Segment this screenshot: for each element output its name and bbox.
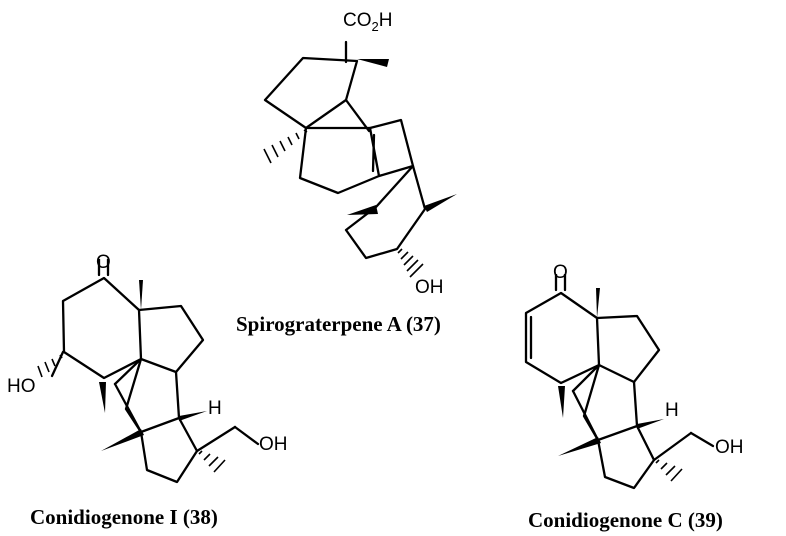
methyl-wedge: [558, 386, 565, 418]
methyl-wedge: [99, 382, 106, 413]
hydrogen-label: H: [665, 400, 679, 421]
structure-spirograterpene-a: CO2H OH Spirograterpene A (37): [236, 10, 457, 336]
ketone-oxygen-label: O: [553, 262, 568, 283]
methyl-wedge: [347, 205, 378, 215]
carboxylic-acid-label: CO2H: [343, 10, 392, 34]
hydrogen-label: H: [208, 398, 222, 419]
compound-name: Conidiogenone I (38): [30, 505, 218, 529]
hydroxyl-label: HO: [7, 376, 36, 397]
methyl-wedge: [424, 194, 457, 212]
hydroxyl-hash: [37, 354, 63, 378]
methyl-wedge: [101, 429, 144, 451]
hydroxyl-hash: [397, 248, 424, 278]
ketone-oxygen-label: O: [96, 252, 111, 273]
methyl-wedge: [139, 280, 143, 310]
hydrogen-wedge: [637, 419, 664, 429]
structure-conidiogenone-i: O HO H OH Conidiogenone I (38): [7, 249, 288, 529]
methyl-hash: [263, 129, 308, 164]
methyl-hash: [655, 459, 683, 482]
methyl-hash: [198, 450, 226, 473]
hydrogen-wedge: [179, 411, 207, 421]
compound-name: Conidiogenone C (39): [528, 508, 723, 532]
methyl-wedge: [558, 437, 601, 456]
hydroxyl-label: OH: [415, 277, 444, 298]
methyl-wedge: [357, 59, 389, 67]
compound-name: Spirograterpene A (37): [236, 312, 441, 336]
structure-conidiogenone-c: O H OH Conidiogenone C (39): [524, 262, 744, 532]
methyl-wedge: [596, 288, 600, 318]
hydroxyl-label: OH: [259, 434, 288, 455]
hydroxyl-label: OH: [715, 437, 744, 458]
